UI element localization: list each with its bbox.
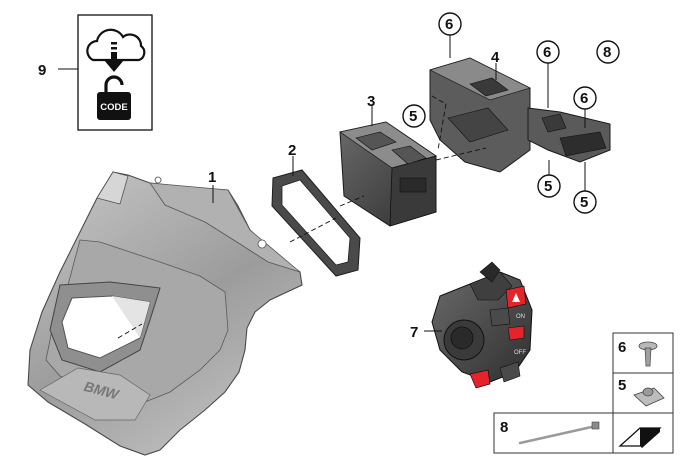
callout-8: 8: [603, 44, 611, 61]
legend-label-6: 6: [618, 339, 626, 356]
cable-tie-box: [493, 412, 614, 454]
label-part-3: 3: [367, 93, 375, 110]
cloud-download-icon: [86, 28, 146, 72]
screw-icon: [638, 341, 658, 367]
clip-nut-icon: [633, 387, 665, 407]
label-part-8: 8: [500, 419, 508, 436]
callout-5-c: 5: [580, 194, 588, 211]
legend-label-5: 5: [618, 377, 626, 394]
callout-5-a: 5: [409, 108, 417, 125]
label-part-9: 9: [38, 62, 46, 79]
callout-5-b: 5: [544, 178, 552, 195]
switch-label-off: OFF: [514, 350, 526, 356]
holder-bracket: [429, 57, 611, 173]
instrument-fairing: BMW: [27, 171, 303, 456]
handlebar-switch: ON OFF: [431, 261, 533, 389]
label-part-7: 7: [410, 324, 418, 341]
control-unit: [339, 121, 437, 227]
label-part-4: 4: [491, 49, 500, 66]
tool-icon: [618, 427, 662, 448]
small-parts-legend: 6 5: [612, 332, 674, 454]
label-part-1: 1: [208, 169, 216, 186]
callout-6-c: 6: [580, 90, 588, 107]
switch-label-on: ON: [516, 314, 525, 320]
callout-6-b: 6: [543, 44, 551, 61]
label-part-2: 2: [288, 142, 296, 159]
code-unlock-box: CODE: [77, 14, 153, 131]
padlock-icon: CODE: [97, 75, 131, 120]
code-badge: CODE: [100, 102, 127, 113]
gasket-frame: [271, 169, 361, 277]
callout-6-a: 6: [445, 16, 453, 33]
